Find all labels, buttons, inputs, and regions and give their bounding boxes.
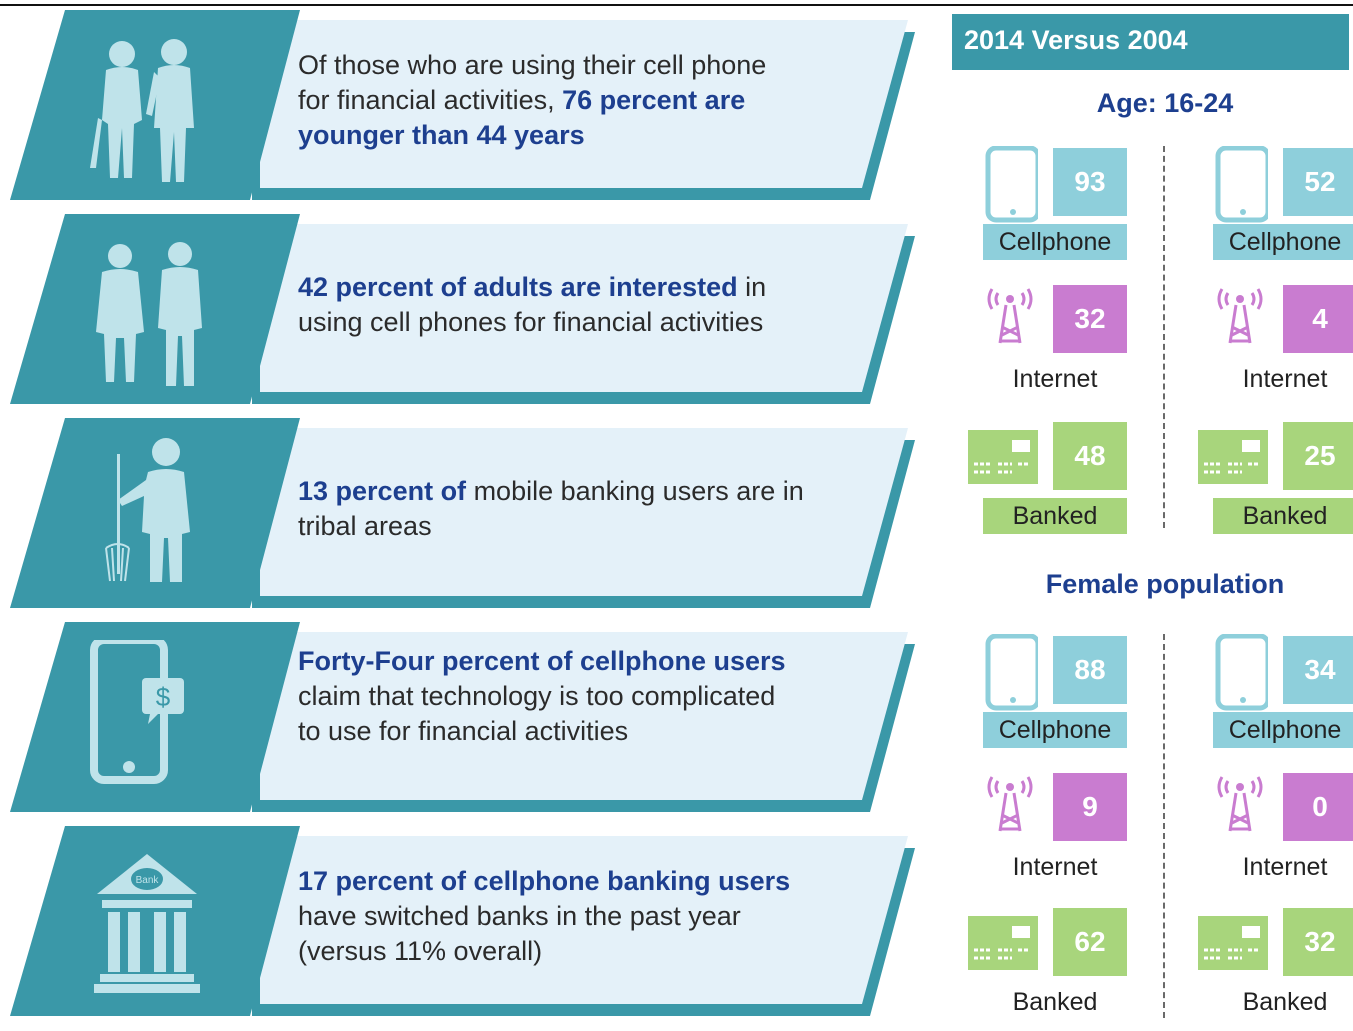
- fact-highlight-text: 42 percent of adults are interested: [298, 272, 738, 302]
- stat-cellphone: 52 Cellphone: [1198, 146, 1353, 266]
- cellphone-icon: [1215, 634, 1268, 711]
- banked-value: 48: [1053, 422, 1127, 490]
- fact-plain-text: have switched banks in the past year (ve…: [298, 901, 741, 966]
- stat-cellphone: 34 Cellphone: [1198, 634, 1353, 754]
- stat-cellphone: 93 Cellphone: [968, 146, 1133, 266]
- cellphone-value: 88: [1053, 636, 1127, 704]
- fact-row-4: $ Forty-Four percent of cellphone users …: [10, 622, 915, 814]
- cellphone-label: Cellphone: [1213, 712, 1353, 748]
- stat-internet: 4 Internet: [1198, 283, 1353, 403]
- banked-label: Banked: [1012, 988, 1098, 1016]
- internet-label: Internet: [1242, 365, 1328, 393]
- fact-text: 17 percent of cellphone banking users ha…: [298, 864, 805, 969]
- panel-header: 2014 Versus 2004: [952, 14, 1349, 70]
- cellphone-label: Cellphone: [983, 712, 1127, 748]
- antenna-icon: [1217, 776, 1263, 832]
- fact-row-5: Bank 17 percent of cellphone banking use…: [10, 826, 915, 1018]
- internet-label: Internet: [1242, 853, 1328, 881]
- card-icon: [1198, 430, 1268, 484]
- stat-banked: 62 Banked: [968, 906, 1133, 1026]
- fact-plain-text: in using cell phones for financial activ…: [298, 272, 767, 337]
- internet-label: Internet: [1012, 365, 1098, 393]
- banked-value: 32: [1283, 908, 1353, 976]
- svg-text:$: $: [156, 682, 171, 712]
- stat-banked: 25 Banked: [1198, 420, 1353, 540]
- banked-value: 25: [1283, 422, 1353, 490]
- antenna-icon: [1217, 288, 1263, 344]
- fact-text: Forty-Four percent of cellphone users cl…: [298, 644, 805, 749]
- bank-icon-label: Bank: [136, 875, 160, 886]
- fact-highlight-text: 17 percent of cellphone banking users: [298, 866, 791, 896]
- cellphone-icon: [1215, 146, 1268, 223]
- antenna-icon: [987, 776, 1033, 832]
- fact-banner: [10, 10, 915, 200]
- young-people-icon: [62, 28, 252, 198]
- banked-value: 62: [1053, 908, 1127, 976]
- fact-plain-text: mobile banking users are in tribal areas: [298, 476, 804, 541]
- banked-label: Banked: [983, 498, 1127, 534]
- section-title-female: Female population: [1045, 569, 1285, 599]
- internet-value: 4: [1283, 285, 1353, 353]
- fact-plain-text: claim that technology is too complicated…: [298, 681, 776, 746]
- stat-internet: 0 Internet: [1198, 771, 1353, 891]
- bank-icon: Bank: [62, 844, 252, 1014]
- fact-text: Of those who are using their cell phone …: [298, 48, 805, 153]
- antenna-icon: [987, 288, 1033, 344]
- cellphone-icon: [985, 146, 1038, 223]
- cellphone-icon: [985, 634, 1038, 711]
- stat-internet: 32 Internet: [968, 283, 1133, 403]
- internet-label: Internet: [1012, 853, 1098, 881]
- stat-banked: 48 Banked: [968, 420, 1133, 540]
- fact-row-3: 13 percent of mobile banking users are i…: [10, 418, 915, 610]
- internet-value: 0: [1283, 773, 1353, 841]
- stat-cellphone: 88 Cellphone: [968, 634, 1133, 754]
- internet-value: 32: [1053, 285, 1127, 353]
- card-icon: [968, 430, 1038, 484]
- banked-label: Banked: [1242, 988, 1328, 1016]
- fact-text: 42 percent of adults are interested in u…: [298, 270, 805, 340]
- fact-plain-text: Of those who are using their cell phone …: [298, 50, 767, 115]
- fact-text: 13 percent of mobile banking users are i…: [298, 474, 805, 544]
- adults-icon: [62, 232, 252, 402]
- cellphone-label: Cellphone: [1213, 224, 1353, 260]
- banked-label: Banked: [1213, 498, 1353, 534]
- cellphone-value: 52: [1283, 148, 1353, 216]
- fact-banner: [10, 214, 915, 404]
- column-divider: [1163, 634, 1165, 1018]
- internet-value: 9: [1053, 773, 1127, 841]
- stat-internet: 9 Internet: [968, 771, 1133, 891]
- fact-highlight-text: 13 percent of: [298, 476, 467, 506]
- card-icon: [1198, 916, 1268, 970]
- cellphone-value: 34: [1283, 636, 1353, 704]
- card-icon: [968, 916, 1038, 970]
- stat-banked: 32 Banked: [1198, 906, 1353, 1026]
- cellphone-value: 93: [1053, 148, 1127, 216]
- fact-row-2: 42 percent of adults are interested in u…: [10, 214, 915, 406]
- fact-banner: [10, 418, 915, 608]
- fact-highlight-text: 76 percent are younger than 44 years: [298, 85, 746, 150]
- fact-highlight-text: Forty-Four percent of cellphone users: [298, 646, 786, 676]
- panel-title: 2014 Versus 2004: [964, 25, 1188, 55]
- fact-row-1: Of those who are using their cell phone …: [10, 10, 915, 202]
- section-title-age: Age: 16-24: [1096, 88, 1234, 118]
- column-divider: [1163, 146, 1165, 528]
- farmer-icon: [62, 436, 252, 606]
- top-rule: [0, 4, 1353, 6]
- phone-dollar-icon: $: [62, 636, 252, 810]
- cellphone-label: Cellphone: [983, 224, 1127, 260]
